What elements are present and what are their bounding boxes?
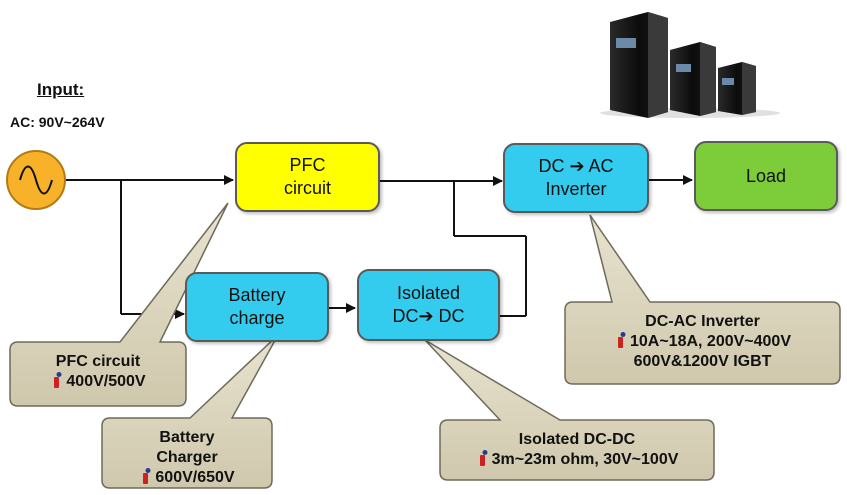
brand-i-mark-icon [479, 450, 488, 466]
callout-isolated-shape [424, 339, 715, 481]
load-block-label: Load [745, 165, 787, 186]
callout-battery-title-line1: Battery [159, 429, 215, 446]
input-ac-range: AC: 90V~264V [10, 114, 105, 130]
brand-i-mark-icon [54, 372, 62, 388]
callout-pfc-spec: 400V/500V [66, 373, 146, 390]
sine-wave-source-icon [6, 150, 66, 210]
callout-inverter-title: DC-AC Inverter [645, 313, 760, 330]
callout-inverter-spec-row: 10A~18A, 200V~400V [567, 332, 838, 352]
brand-i-mark-icon [143, 468, 151, 484]
pfc-circuit-block: PFC circuit [235, 142, 380, 212]
pfc-block-line1: PFC [289, 155, 326, 175]
battery-charge-block: Battery charge [185, 272, 329, 342]
isolated-block-line1: Isolated [396, 283, 461, 303]
inverter-block-line2: Inverter [545, 179, 607, 199]
callout-inverter-spec-line1: 10A~18A, 200V~400V [629, 333, 791, 350]
inverter-block: DC ➔ AC Inverter [503, 143, 649, 213]
input-title: Input: [37, 80, 85, 99]
callout-pfc-shape [9, 202, 229, 407]
callout-battery-spec-row: 600V/650V [104, 468, 270, 488]
callout-isolated-spec: 3m~23m ohm, 30V~100V [491, 451, 679, 468]
inverter-block-line1: DC ➔ AC [538, 156, 614, 176]
callout-battery-charger: Battery Charger 600V/650V [104, 428, 270, 488]
callout-battery-title-line2: Charger [156, 449, 218, 466]
callout-pfc-title: PFC circuit [55, 353, 141, 370]
callout-battery-charger-shape [101, 334, 279, 489]
callout-inverter-shape [564, 214, 841, 385]
brand-i-mark-icon [617, 332, 626, 348]
callout-isolated: Isolated DC-DC 3m~23m ohm, 30V~100V [442, 430, 712, 470]
callout-inverter: DC-AC Inverter 10A~18A, 200V~400V 600V&1… [567, 312, 838, 372]
callout-pfc: PFC circuit 400V/500V [14, 352, 182, 392]
pfc-block-line2: circuit [283, 178, 331, 198]
callout-inverter-spec-line2: 600V&1200V IGBT [633, 353, 772, 370]
load-block: Load [694, 141, 838, 211]
callout-battery-spec: 600V/650V [155, 469, 235, 486]
ups-tower-units-image [600, 12, 780, 118]
battery-block-line2: charge [229, 308, 285, 328]
callout-isolated-title: Isolated DC-DC [518, 431, 636, 448]
isolated-block-line2: DC➔ DC [392, 306, 465, 326]
callout-pfc-spec-row: 400V/500V [14, 372, 182, 392]
battery-block-line1: Battery [228, 285, 286, 305]
callout-isolated-spec-row: 3m~23m ohm, 30V~100V [442, 450, 712, 470]
